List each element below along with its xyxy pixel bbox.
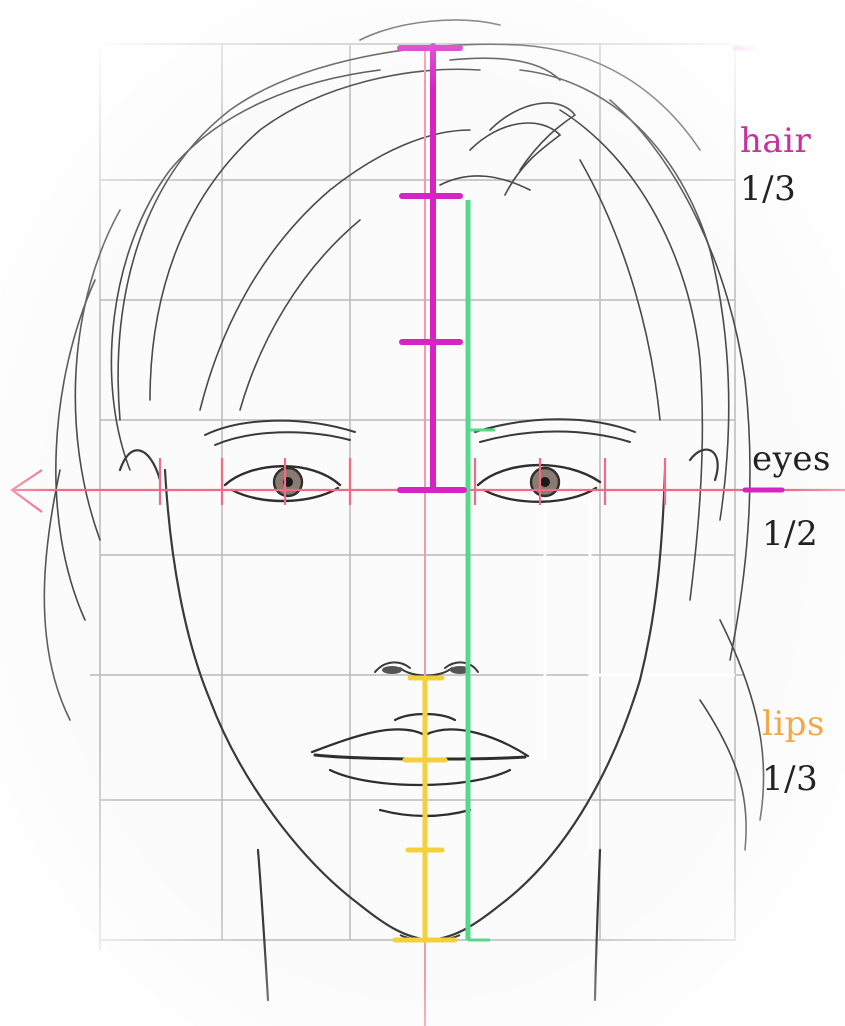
eyes-ratio-label: 1/2 bbox=[762, 514, 818, 554]
lips-label: lips bbox=[762, 704, 825, 744]
hair-ratio-label: 1/3 bbox=[740, 169, 796, 209]
hair-label: hair bbox=[740, 121, 812, 161]
lips-ratio-label: 1/3 bbox=[762, 759, 818, 799]
eyes-label: eyes bbox=[752, 439, 831, 479]
